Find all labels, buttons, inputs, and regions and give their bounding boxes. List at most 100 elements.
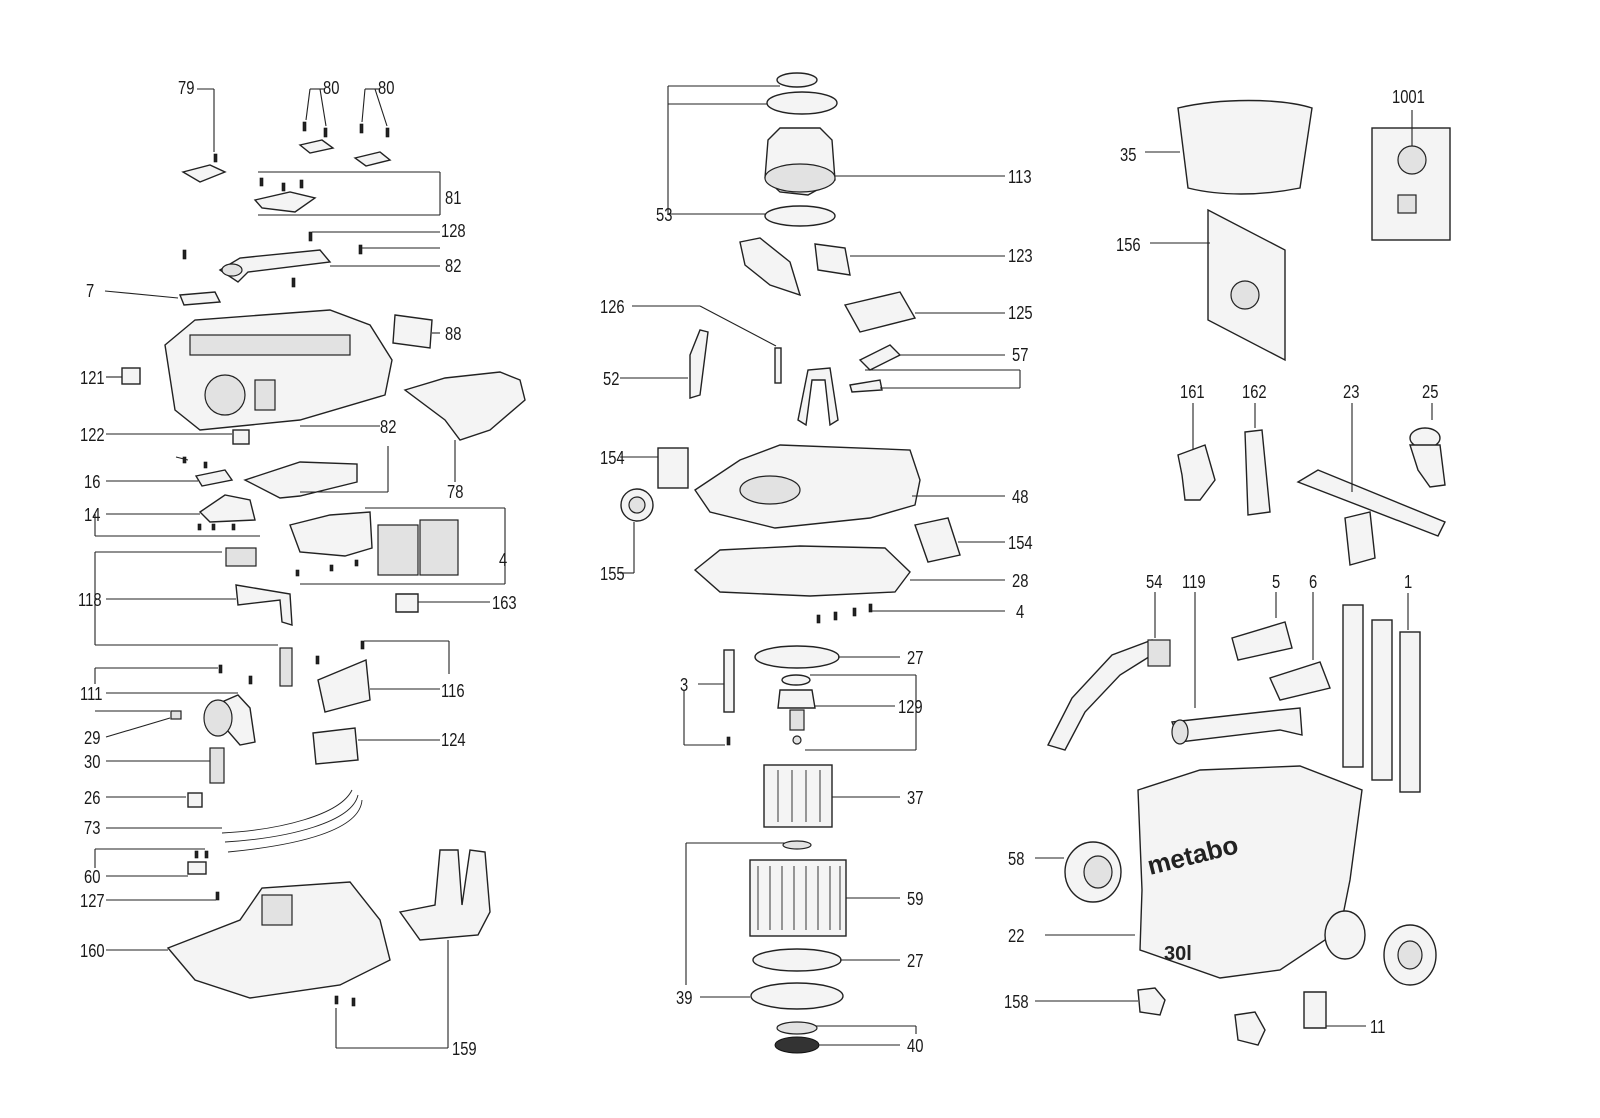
callout-52: 52: [603, 369, 620, 389]
callout-58: 58: [1008, 849, 1025, 869]
part-119-hose: [1171, 592, 1303, 745]
callout-3: 3: [680, 675, 689, 695]
part-88-pad: [392, 314, 440, 349]
callout-1: 1: [1404, 572, 1413, 592]
part-59-filter: [749, 840, 900, 937]
callout-4: 4: [1016, 602, 1025, 622]
part-118-spring-assembly: [94, 547, 293, 687]
callout-11: 11: [1370, 1017, 1386, 1037]
part-126-rod: [632, 305, 782, 384]
callout-111: 111: [80, 684, 103, 704]
callout-123: 123: [1008, 246, 1033, 266]
callout-156: 156: [1116, 235, 1141, 255]
callout-27: 27: [907, 951, 924, 971]
part-28-gasket: [693, 545, 1005, 597]
callout-16: 16: [84, 472, 101, 492]
part-rear-wheels: [1324, 910, 1437, 986]
part-111-air-duct: [94, 664, 256, 746]
callout-48: 48: [1012, 487, 1029, 507]
part-23-floor-nozzle: [1296, 403, 1446, 566]
part-11-label: [1303, 991, 1366, 1029]
callout-124: 124: [441, 730, 466, 750]
callout-27: 27: [907, 648, 924, 668]
callout-119: 119: [1182, 572, 1206, 592]
part-39-disc: [685, 842, 844, 1010]
callout-159: 159: [452, 1039, 477, 1059]
part-154-right: [914, 517, 1005, 563]
callout-116: 116: [441, 681, 465, 701]
part-filter-plate: [243, 446, 389, 499]
callout-80: 80: [323, 78, 340, 98]
callout-29: 29: [84, 728, 101, 748]
callout-26: 26: [84, 788, 101, 808]
part-160-base: [106, 881, 391, 999]
part-113-motor: [764, 127, 1005, 196]
callout-113: 113: [1008, 167, 1032, 187]
callout-82: 82: [380, 417, 397, 437]
part-128-screws: [182, 231, 440, 288]
callout-80: 80: [378, 78, 395, 98]
part-82-handle: [218, 249, 440, 283]
part-25-adapter: [1409, 403, 1446, 488]
part-78-cover: [403, 371, 526, 482]
part-124-foam: [312, 727, 440, 765]
part-81-latch: [253, 171, 441, 216]
callout-79: 79: [178, 78, 195, 98]
part-123-shields: [739, 237, 1005, 297]
callout-22: 22: [1008, 926, 1025, 946]
callout-160: 160: [80, 941, 105, 961]
part-26-block: [106, 792, 203, 808]
part-155-knob: [620, 488, 654, 574]
callout-88: 88: [445, 324, 462, 344]
callout-37: 37: [907, 788, 924, 808]
part-156-filter-bag: [1150, 208, 1286, 362]
part-1-tubes: [1342, 593, 1421, 793]
capacity-marking: 30l: [1164, 943, 1192, 965]
callout-6: 6: [1309, 572, 1318, 592]
callout-162: 162: [1242, 382, 1267, 402]
callout-5: 5: [1272, 572, 1281, 592]
part-73-cables: [106, 789, 363, 853]
part-122-switch: [106, 429, 250, 445]
part-159-frame: [334, 849, 491, 1049]
callout-126: 126: [600, 297, 625, 317]
callout-7: 7: [86, 281, 95, 301]
part-154-left: [620, 447, 689, 489]
callout-121: 121: [80, 368, 105, 388]
part-60-part: [94, 848, 209, 877]
part-4-holders: [289, 507, 506, 585]
callout-125: 125: [1008, 303, 1033, 323]
part-53-rings: [667, 72, 838, 227]
part-6-connector: [1269, 592, 1331, 701]
callout-14: 14: [84, 505, 101, 525]
part-16-board: [106, 456, 234, 487]
part-116-baffle: [315, 640, 450, 713]
part-158-castors: [1035, 987, 1266, 1046]
callout-122: 122: [80, 425, 105, 445]
part-127-screw: [106, 891, 220, 901]
callout-158: 158: [1004, 992, 1029, 1012]
callout-128: 128: [441, 221, 466, 241]
callout-25: 25: [1422, 382, 1439, 402]
callout-163: 163: [492, 593, 517, 613]
part-14-bracket: [94, 494, 260, 537]
part-80-clips: [298, 88, 392, 167]
callout-40: 40: [907, 1036, 924, 1056]
callout-39: 39: [676, 988, 693, 1008]
callout-60: 60: [84, 867, 101, 887]
part-37-cage: [763, 764, 900, 828]
part-30-circuit: [106, 747, 225, 784]
callout-81: 81: [445, 188, 462, 208]
part-housing-top: [164, 309, 393, 431]
part-129-float-valve: [777, 674, 917, 751]
callout-59: 59: [907, 889, 924, 909]
callout-129: 129: [898, 697, 923, 717]
part-125-grille: [843, 291, 1005, 333]
part-27-seal-bottom: [752, 948, 900, 972]
part-121-switch: [106, 367, 141, 385]
callout-23: 23: [1343, 382, 1360, 402]
callout-118: 118: [78, 590, 102, 610]
callout-57: 57: [1012, 345, 1029, 365]
callout-73: 73: [84, 818, 101, 838]
